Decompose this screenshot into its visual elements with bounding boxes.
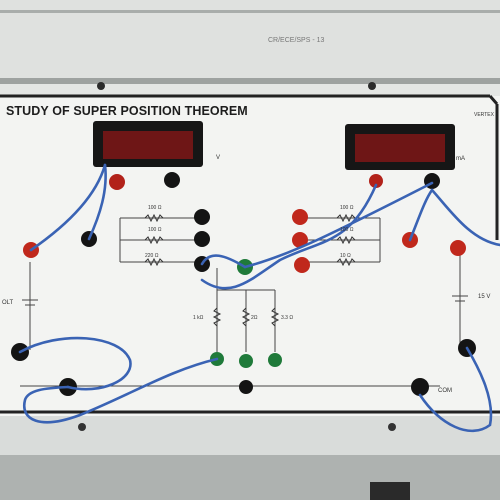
lid-edge — [0, 10, 500, 13]
resistor-icons — [144, 213, 356, 327]
node-black-terminal-2[interactable] — [194, 231, 210, 247]
wire — [29, 163, 107, 252]
resistor-label: 100 Ω — [340, 227, 354, 233]
resistor-label: 100 Ω — [148, 205, 162, 211]
panel-marking: CR/ECE/SPS - 13 — [268, 37, 325, 44]
patch-wires — [18, 163, 500, 433]
screw-icon — [97, 82, 105, 90]
right-meter-display — [355, 134, 445, 162]
bench-object — [370, 482, 410, 500]
wire — [22, 357, 219, 424]
screw-icon — [388, 423, 396, 431]
load-green-terminal-3[interactable] — [268, 353, 282, 367]
wire — [408, 188, 434, 242]
resistor-label: 3.3 Ω — [281, 315, 294, 321]
wire — [243, 181, 434, 269]
node-red-terminal-1[interactable] — [292, 209, 308, 225]
wire — [87, 163, 107, 241]
top-lid — [0, 0, 500, 80]
bench — [0, 455, 500, 500]
screw-icon — [368, 82, 376, 90]
screw-icon — [78, 423, 86, 431]
resistor-label: 1 kΩ — [193, 315, 204, 321]
left-meter-unit: V — [216, 155, 221, 161]
wire — [418, 346, 493, 433]
wire — [430, 188, 500, 247]
right-source-red-terminal[interactable] — [450, 240, 466, 256]
base-strip — [0, 416, 500, 456]
lid-gap — [0, 78, 500, 84]
node-red-terminal-3[interactable] — [294, 257, 310, 273]
wire — [18, 336, 132, 391]
resistor-label: 100 Ω — [148, 227, 162, 233]
right-source-label: 15 V — [478, 294, 491, 300]
brand-marking: VERTEX — [474, 112, 494, 118]
right-meter-unit: mA — [456, 156, 465, 162]
left-source-label: OLT — [2, 300, 14, 306]
node-black-terminal-1[interactable] — [194, 209, 210, 225]
left-meter-red-terminal[interactable] — [109, 174, 125, 190]
load-green-terminal-2[interactable] — [239, 354, 253, 368]
left-meter-black-terminal[interactable] — [164, 172, 180, 188]
board-title: STUDY OF SUPER POSITION THEOREM — [6, 104, 248, 118]
panel-border-corner — [488, 95, 499, 105]
wire — [200, 254, 247, 269]
com-black-terminal[interactable] — [411, 378, 429, 396]
left-meter-display — [103, 131, 193, 159]
resistor-label: 2Ω — [251, 315, 258, 321]
resistor-label: 100 Ω — [340, 205, 354, 211]
node-red-terminal-2[interactable] — [292, 232, 308, 248]
ground-black-terminal[interactable] — [239, 380, 253, 394]
right-meter-red-terminal[interactable] — [369, 174, 383, 188]
resistor-label: 10 Ω — [340, 253, 351, 259]
resistor-label: 220 Ω — [145, 253, 159, 259]
com-label: COM — [438, 388, 452, 394]
